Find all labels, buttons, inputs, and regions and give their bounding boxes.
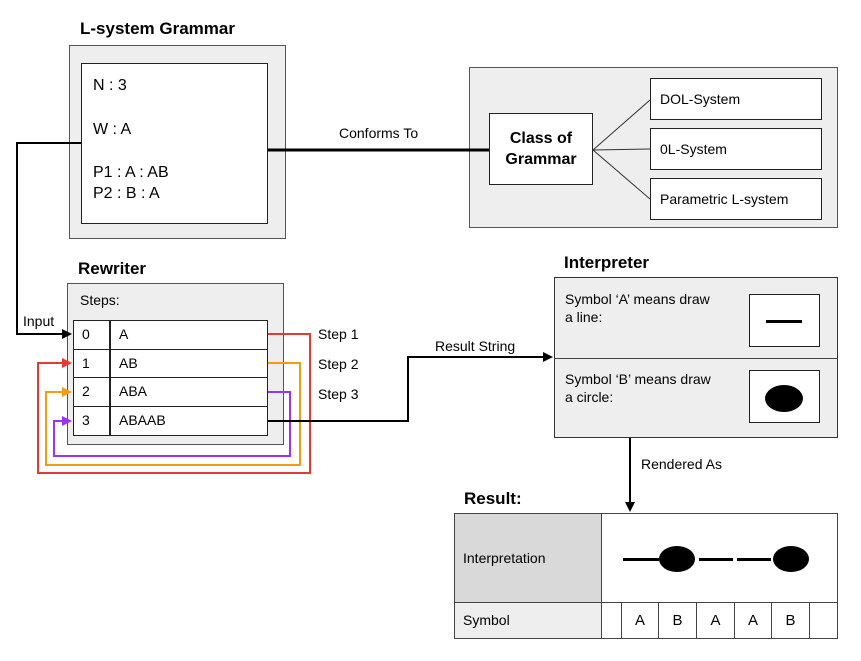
circle-symbol-box <box>749 370 820 423</box>
class-title-line1: Class of <box>509 130 573 147</box>
step-1-label: Step 1 <box>318 326 359 342</box>
step-index-1: 1 <box>73 349 110 378</box>
step-2-loop <box>45 362 301 466</box>
line-symbol-box <box>749 294 820 347</box>
class-branch-dol <box>592 99 651 151</box>
symbol-cell-1: B <box>658 602 696 639</box>
step-2-label: Step 2 <box>318 356 359 372</box>
interpreter-title: Interpreter <box>564 253 650 272</box>
step-value-2: ABA <box>110 377 268 407</box>
class-of-grammar-box: Class of Grammar <box>489 113 593 185</box>
symbol-label: Symbol <box>463 612 510 628</box>
step-3-label: Step 3 <box>318 386 359 402</box>
interpretation-label: Interpretation <box>463 550 546 566</box>
rule-a-text: Symbol ‘A’ means draw a line: <box>565 290 710 326</box>
result-line-2 <box>699 558 733 561</box>
line-glyph <box>766 320 802 323</box>
class-item-0l: 0L-System <box>650 128 822 170</box>
class-branch-parametric <box>592 149 651 200</box>
rule-a-line1: Symbol ‘A’ means draw <box>565 291 710 307</box>
input-connector <box>16 142 81 339</box>
step-index-2: 2 <box>73 377 110 407</box>
step-value-3: ABAAB <box>110 406 268 436</box>
rule-b-line1: Symbol ‘B’ means draw <box>565 371 711 387</box>
symbol-header-cell: Symbol <box>455 603 602 638</box>
rewriter-title: Rewriter <box>78 259 147 278</box>
symbol-cell-3: A <box>734 602 771 639</box>
input-label: Input <box>23 313 55 329</box>
result-string-label: Result String <box>435 338 516 354</box>
step-index-3: 3 <box>73 406 110 436</box>
interpreter-divider <box>555 358 837 359</box>
circle-glyph <box>765 385 803 412</box>
rendered-as-label: Rendered As <box>641 456 722 472</box>
result-line-3 <box>737 558 771 561</box>
result-row-divider <box>455 602 837 603</box>
result-string-connector <box>268 352 553 422</box>
grammar-p2: P2 : B : A <box>93 185 160 202</box>
steps-label: Steps: <box>80 292 120 308</box>
grammar-title: L-system Grammar <box>80 19 235 38</box>
step-3-loop <box>53 391 291 457</box>
symbol-cell-4: B <box>771 602 809 639</box>
rule-b-line2: a circle: <box>565 389 614 405</box>
result-line-1 <box>623 558 659 561</box>
result-circle-1 <box>659 546 695 572</box>
conforms-to-label: Conforms To <box>339 125 419 141</box>
rule-b-text: Symbol ‘B’ means draw a circle: <box>565 370 711 406</box>
grammar-n: N : 3 <box>93 77 127 94</box>
class-item-parametric: Parametric L-system <box>650 178 822 220</box>
class-title-line2: Grammar <box>505 151 577 168</box>
rule-a-line2: a line: <box>565 309 603 325</box>
class-item-dol: DOL-System <box>650 78 822 120</box>
symbol-cell-2: A <box>696 602 734 639</box>
symbol-cell-0: A <box>621 602 658 639</box>
result-title: Result: <box>464 489 522 508</box>
step-value-1: AB <box>110 349 268 378</box>
grammar-p1: P1 : A : AB <box>93 164 169 181</box>
symbol-cell-empty <box>809 602 837 639</box>
grammar-box: N : 3 W : A P1 : A : AB P2 : B : A <box>81 63 268 224</box>
result-table: Interpretation Symbol A B A A B <box>454 513 838 639</box>
step-1-loop <box>37 333 311 474</box>
class-branch-0l <box>592 148 651 151</box>
grammar-w: W : A <box>93 121 132 138</box>
interpretation-header-cell: Interpretation <box>455 514 602 602</box>
result-circle-2 <box>773 546 809 572</box>
